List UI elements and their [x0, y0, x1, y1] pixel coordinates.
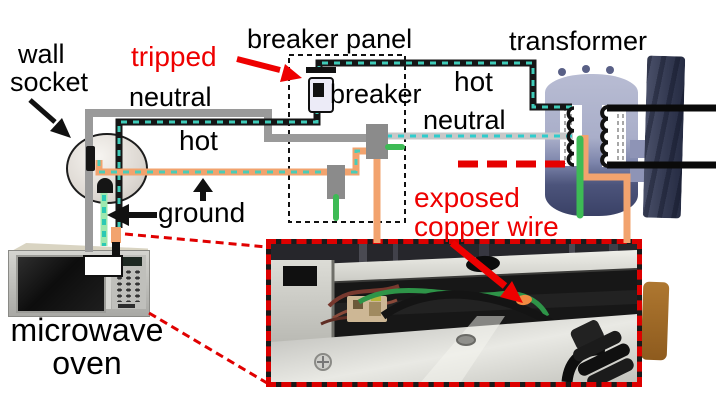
ground-label: ground	[158, 197, 246, 228]
inset-bracket-notch	[283, 266, 317, 286]
transformer-tank-photo	[545, 74, 638, 216]
junction-block	[366, 124, 388, 159]
microwave-control-panel	[112, 255, 146, 309]
exposed-copper-label-line1: exposed	[414, 182, 520, 213]
tripped-arrow	[236, 56, 302, 82]
microwave-oven-label: microwave oven	[6, 312, 168, 382]
wall-socket-label-line2: socket	[10, 67, 89, 98]
microwave-keypad	[115, 269, 143, 302]
wall-socket-arrow	[28, 98, 71, 138]
ground-arrow	[107, 204, 157, 226]
terminal-detail	[369, 302, 381, 316]
microwave-oven-label-line1: microwave	[10, 312, 164, 348]
transformer-bushing	[558, 68, 566, 76]
neutral-right-label: neutral	[423, 105, 506, 135]
wall-socket-photo	[66, 133, 148, 204]
hot-right-label: hot	[454, 66, 493, 97]
transformer-bushing	[606, 66, 614, 74]
microwave-photo	[8, 243, 150, 317]
wall-socket-label-line1: wall	[18, 39, 65, 69]
microwave-oven-label-line2: oven	[52, 345, 122, 382]
strain-relief	[570, 320, 634, 382]
exposed-copper-label: exposed copper wire	[414, 183, 559, 241]
wall-socket-label: wall socket	[10, 39, 88, 96]
microwave-start-button	[118, 304, 135, 308]
microwave-door	[16, 255, 106, 313]
neutral-left-label: neutral	[129, 82, 212, 112]
utility-pole-photo	[642, 55, 686, 219]
microwave-top-face	[8, 243, 148, 253]
hot-left-label: hot	[179, 125, 218, 156]
inset-photo-detail	[271, 244, 637, 382]
transformer-label: transformer	[509, 26, 648, 56]
exposed-copper-label-line2: copper wire	[414, 211, 559, 243]
black-cable-photo	[380, 290, 566, 334]
breaker-label: breaker	[330, 79, 422, 109]
microwave-display	[115, 257, 142, 266]
inset-zoom-photo	[266, 239, 642, 387]
breaker-panel-label: breaker panel	[247, 24, 413, 54]
yellow-marker	[371, 294, 381, 301]
terminal-detail	[353, 300, 363, 309]
screw-cross	[317, 356, 329, 368]
panel-sheen	[421, 316, 505, 382]
tripped-label: tripped	[131, 41, 217, 72]
transformer-bushing	[582, 65, 590, 73]
microwave-handle	[106, 255, 111, 309]
junction-block	[327, 165, 345, 199]
cord-plug	[111, 227, 121, 243]
brown-wire	[327, 284, 400, 308]
panel-hole	[456, 334, 476, 346]
cutting-board	[640, 281, 670, 361]
